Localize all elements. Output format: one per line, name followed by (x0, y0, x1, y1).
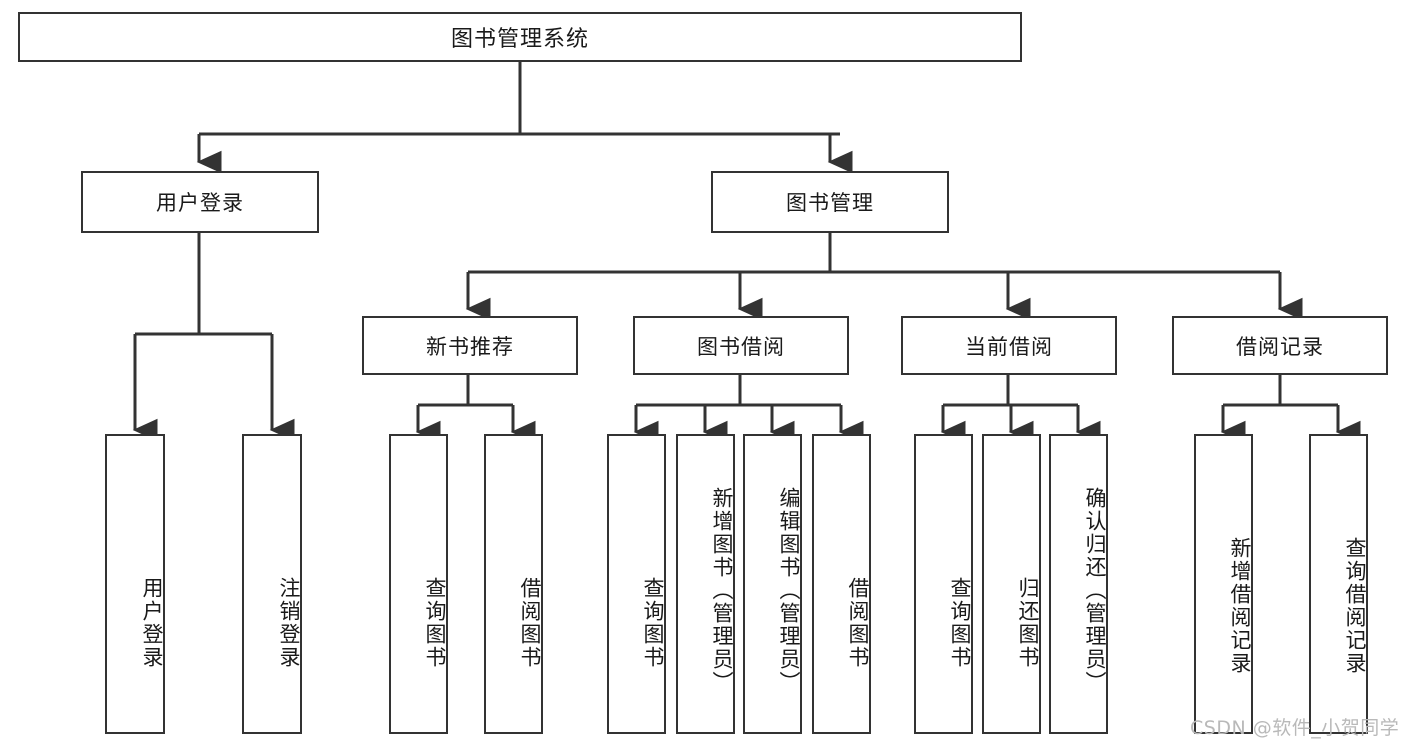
node-book-borrow-label: 图书借阅 (697, 334, 785, 359)
node-user-login-label: 用户登录 (156, 191, 244, 215)
node-leaf-add-book-label: 新增图书（管理员） (710, 486, 734, 694)
node-leaf-add-record-label: 新增借阅记录 (1228, 537, 1252, 675)
node-leaf-add-book[interactable]: 新增图书（管理员） (676, 434, 735, 734)
node-leaf-add-record[interactable]: 新增借阅记录 (1194, 434, 1253, 734)
node-leaf-edit-book-label: 编辑图书（管理员） (777, 486, 801, 694)
node-book-manage[interactable]: 图书管理 (711, 171, 949, 233)
node-leaf-query-book-3[interactable]: 查询图书 (914, 434, 973, 734)
node-current-borrow[interactable]: 当前借阅 (901, 316, 1117, 375)
node-leaf-edit-book[interactable]: 编辑图书（管理员） (743, 434, 802, 734)
node-current-borrow-label: 当前借阅 (965, 334, 1053, 359)
node-leaf-query-book-1[interactable]: 查询图书 (389, 434, 448, 734)
node-leaf-user-logout-label: 注销登录 (277, 577, 301, 669)
node-leaf-user-login[interactable]: 用户登录 (105, 434, 165, 734)
node-leaf-confirm-return[interactable]: 确认归还（管理员） (1049, 434, 1108, 734)
node-root[interactable]: 图书管理系统 (18, 12, 1022, 62)
node-leaf-user-login-label: 用户登录 (140, 577, 164, 669)
node-book-manage-label: 图书管理 (786, 191, 874, 215)
node-root-label: 图书管理系统 (450, 27, 589, 52)
node-leaf-query-book-1-label: 查询图书 (423, 577, 447, 669)
node-leaf-borrow-book-1[interactable]: 借阅图书 (484, 434, 543, 734)
node-leaf-user-logout[interactable]: 注销登录 (242, 434, 302, 734)
node-new-book-recommend-label: 新书推荐 (426, 334, 514, 359)
node-borrow-record-label: 借阅记录 (1236, 334, 1324, 359)
node-leaf-borrow-book-2[interactable]: 借阅图书 (812, 434, 871, 734)
node-leaf-borrow-book-2-label: 借阅图书 (846, 577, 870, 669)
node-leaf-return-book[interactable]: 归还图书 (982, 434, 1041, 734)
node-leaf-query-book-3-label: 查询图书 (948, 577, 972, 669)
node-leaf-query-record[interactable]: 查询借阅记录 (1309, 434, 1368, 734)
node-user-login[interactable]: 用户登录 (81, 171, 319, 233)
node-borrow-record[interactable]: 借阅记录 (1172, 316, 1388, 375)
node-leaf-borrow-book-1-label: 借阅图书 (518, 577, 542, 669)
watermark-text: CSDN @软件_小贺同学 (1190, 717, 1400, 739)
node-leaf-query-book-2[interactable]: 查询图书 (607, 434, 666, 734)
node-leaf-return-book-label: 归还图书 (1016, 577, 1040, 669)
node-leaf-confirm-return-label: 确认归还（管理员） (1083, 486, 1107, 694)
node-new-book-recommend[interactable]: 新书推荐 (362, 316, 578, 375)
node-leaf-query-record-label: 查询借阅记录 (1343, 537, 1367, 675)
node-book-borrow[interactable]: 图书借阅 (633, 316, 849, 375)
node-leaf-query-book-2-label: 查询图书 (641, 577, 665, 669)
